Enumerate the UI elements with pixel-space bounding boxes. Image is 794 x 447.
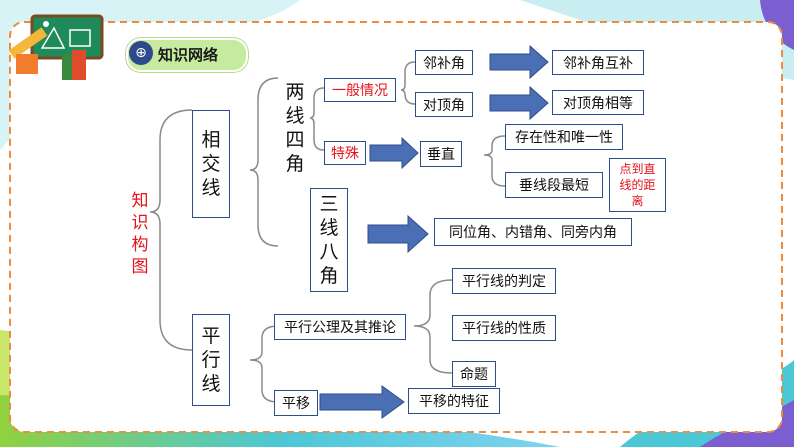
brace-root	[149, 109, 193, 351]
node-perpendicular: 垂直	[420, 141, 462, 167]
brace-perpendicular	[483, 135, 506, 187]
arrow-adjacent	[489, 44, 549, 80]
node-vertical-angles: 对顶角	[415, 92, 473, 117]
node-parallel-axiom: 平行公理及其推论	[274, 314, 406, 340]
node-adjacent-supplementary-result: 邻补角互补	[552, 50, 644, 75]
title-badge-icon: ⊕	[129, 41, 153, 65]
page-title: 知识网络	[158, 46, 219, 64]
node-parallel-lines: 平 行 线	[192, 314, 230, 406]
arrow-three-lines	[367, 214, 429, 254]
node-two-lines-four-angles: 两 线 四 角	[285, 81, 305, 175]
brace-parallel-axiom	[413, 279, 453, 374]
node-point-line-distance: 点到直 线的距 离	[609, 158, 666, 212]
node-proposition: 命题	[452, 361, 496, 387]
brace-intersecting	[249, 77, 279, 247]
node-special: 特殊	[324, 141, 366, 165]
node-general-case: 一般情况	[324, 78, 396, 102]
blackboard-logo-icon	[8, 14, 104, 80]
node-vertical-angles-result: 对顶角相等	[552, 90, 644, 115]
node-perpendicular-segment-shortest: 垂线段最短	[505, 172, 603, 198]
node-parallel-test: 平行线的判定	[452, 268, 556, 294]
brace-cases	[400, 61, 416, 105]
node-intersecting-lines: 相 交 线	[192, 110, 230, 218]
root-label: 知 识 构 图	[131, 191, 149, 277]
node-adjacent-supplementary: 邻补角	[415, 50, 473, 75]
node-translation-features: 平移的特征	[408, 388, 500, 414]
brace-parallel	[249, 325, 279, 403]
arrow-translation	[319, 385, 405, 419]
node-angle-types: 同位角、内错角、同旁内角	[434, 218, 632, 246]
section-title-pill	[126, 38, 248, 72]
node-translation: 平移	[274, 390, 318, 416]
node-three-lines-eight-angles: 三 线 八 角	[310, 188, 348, 292]
top-right-purple-arc	[760, 0, 794, 50]
brace-two-lines	[309, 87, 325, 151]
node-existence-uniqueness: 存在性和唯一性	[505, 124, 623, 150]
arrow-vertical-angles	[489, 85, 549, 121]
node-parallel-properties: 平行线的性质	[452, 315, 556, 341]
arrow-special	[369, 136, 419, 170]
